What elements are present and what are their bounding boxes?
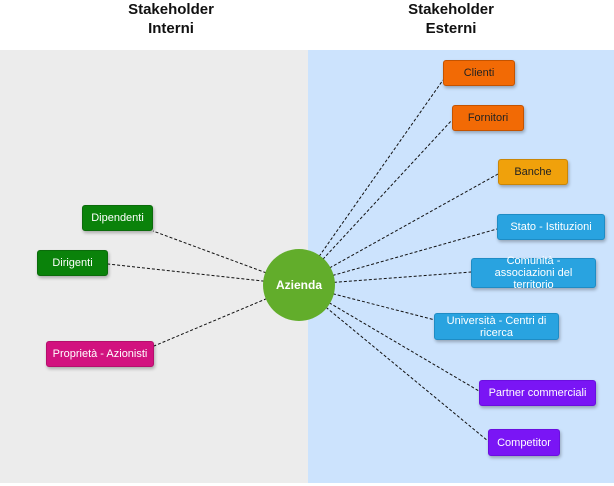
heading-internal-line2: Interni	[148, 20, 194, 37]
heading-external-line2: Esterni	[425, 20, 477, 37]
heading-external-line1: Stakeholder	[408, 1, 494, 18]
node-stato-istituzioni: Stato - Istituzioni	[497, 214, 605, 240]
node-banche: Banche	[498, 159, 568, 185]
link-stato	[298, 228, 498, 286]
node-universita-centri: Università - Centri di ricerca	[434, 313, 559, 340]
link-competitor	[298, 284, 489, 442]
heading-external: Stakeholder Esterni	[361, 0, 541, 38]
center-node-azienda: Azienda	[263, 249, 335, 321]
link-comunita	[298, 271, 472, 286]
link-clienti	[298, 79, 444, 286]
node-dirigenti: Dirigenti	[37, 250, 108, 276]
node-competitor: Competitor	[488, 429, 560, 456]
heading-internal-line1: Stakeholder	[128, 1, 214, 18]
node-partner-commerciali: Partner commerciali	[479, 380, 596, 406]
node-fornitori: Fornitori	[452, 105, 524, 131]
link-fornitori	[298, 119, 453, 286]
heading-internal: Stakeholder Interni	[81, 0, 261, 38]
node-comunita-associazioni: Comunità - associazioni del territorio	[471, 255, 596, 291]
link-banche	[298, 173, 499, 286]
node-dipendenti: Dipendenti	[82, 205, 153, 231]
node-clienti: Clienti	[443, 60, 515, 86]
link-universita	[298, 284, 436, 321]
node-proprieta-azionisti: Proprietà - Azionisti	[46, 341, 154, 367]
